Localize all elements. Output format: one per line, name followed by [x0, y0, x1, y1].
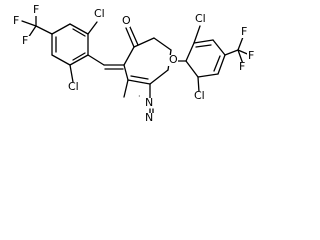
atom-labels: F F F Cl Cl O O Cl Cl F F F N · N [11, 3, 257, 123]
atom-Cl: Cl [94, 7, 105, 20]
atom-F: F [248, 49, 254, 62]
left-ring-substituent-bonds [35, 21, 105, 83]
pyranone-ring [103, 26, 187, 101]
chemical-structure-diagram: F F F Cl Cl O O Cl Cl F F F N · N [11, 3, 257, 123]
atom-Cl: Cl [68, 80, 79, 93]
atom-Cl: Cl [195, 12, 206, 25]
atom-F: F [13, 14, 19, 27]
atom-N: N [145, 111, 153, 123]
atom-F: F [241, 25, 247, 38]
left-aryl-ring [51, 23, 89, 66]
atom-O: O [169, 53, 178, 66]
atom-N: N [145, 96, 153, 109]
atom-Cl: Cl [194, 89, 205, 102]
atom-O: O [122, 14, 131, 27]
atom-F: F [22, 34, 28, 47]
charge-dot: · [138, 92, 141, 101]
atom-F: F [239, 60, 245, 73]
atom-F: F [33, 3, 39, 16]
molecule-canvas: F F F Cl Cl O O Cl Cl F F F N · N [0, 0, 258, 123]
right-aryl-ring [185, 25, 253, 93]
